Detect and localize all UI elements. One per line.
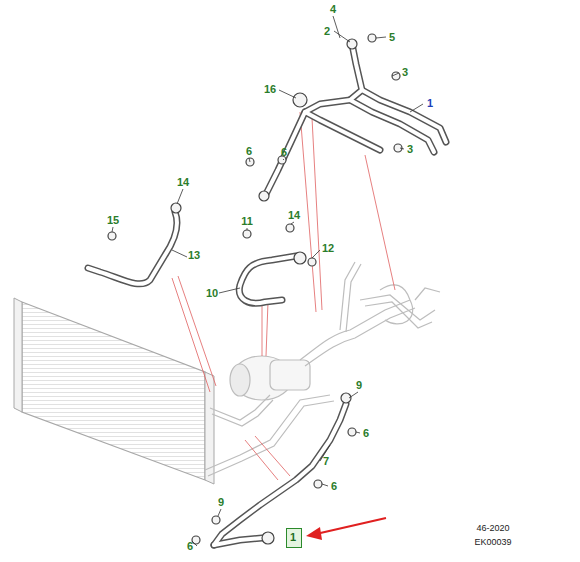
callout-number: 13 <box>188 250 200 261</box>
callout-number: 3 <box>402 67 408 78</box>
fitting <box>171 203 181 213</box>
callout-number: 14 <box>177 177 189 188</box>
pipe-outline <box>214 538 262 545</box>
callout-number: 9 <box>218 497 224 508</box>
callout-number: 6 <box>246 146 252 157</box>
fitting <box>108 232 116 240</box>
leader-line <box>322 484 328 486</box>
fitting <box>192 536 200 544</box>
fitting <box>294 252 306 264</box>
pipe-body <box>239 256 296 303</box>
pipe-body <box>362 90 446 142</box>
fitting <box>392 72 400 80</box>
leader-line <box>247 228 248 230</box>
callout-number: 14 <box>288 210 300 221</box>
fitting <box>243 230 251 238</box>
reference-code: EK00039 <box>474 538 511 547</box>
red-reference-lines <box>172 112 395 480</box>
fitting <box>314 480 322 488</box>
leader-line <box>172 250 187 257</box>
fitting <box>286 224 294 232</box>
pipe-body <box>88 212 177 284</box>
callout-number: 12 <box>322 243 334 254</box>
fitting <box>368 34 376 42</box>
leader-lines <box>112 16 423 546</box>
leader-line <box>312 250 320 258</box>
leader-line <box>334 31 350 42</box>
callout-number: 6 <box>363 428 369 439</box>
condenser <box>14 298 214 484</box>
callout-number: 5 <box>389 32 395 43</box>
leader-line <box>356 432 360 433</box>
leader-line <box>349 392 358 398</box>
leader-line <box>392 73 399 76</box>
pipe-body <box>214 404 346 545</box>
callout-number: 3 <box>407 144 413 155</box>
leader-line <box>279 90 296 98</box>
pipe-outline <box>305 112 380 150</box>
callout-number: 1 <box>290 532 298 543</box>
red-arrow <box>306 518 386 540</box>
pipe-outline <box>214 404 346 545</box>
fitting <box>212 516 220 524</box>
leader-line <box>177 189 183 204</box>
highlighted-callout: 1 <box>286 528 302 548</box>
leader-line <box>112 227 113 232</box>
leader-line <box>291 222 294 224</box>
callout-number: 6 <box>331 481 337 492</box>
fitting <box>293 93 307 107</box>
leader-line <box>376 37 386 38</box>
pipe-body <box>305 112 380 150</box>
leader-line <box>219 288 240 293</box>
fitting <box>262 532 274 544</box>
callout-number: 9 <box>356 380 362 391</box>
leader-line <box>218 509 221 516</box>
pipes <box>88 34 446 545</box>
fitting <box>259 191 269 201</box>
pipe-outline <box>239 256 296 303</box>
leader-line <box>249 158 250 162</box>
pipe-body <box>265 44 362 196</box>
callout-number: 4 <box>330 4 336 15</box>
callout-number: 2 <box>324 26 330 37</box>
reference-code: 46-2020 <box>476 524 509 533</box>
callout-number: 1 <box>427 98 433 109</box>
pipe-outline <box>88 212 177 284</box>
pipe-body <box>350 100 434 152</box>
callout-number: 7 <box>323 456 329 467</box>
callout-number: 6 <box>281 147 287 158</box>
callout-number: 11 <box>241 216 253 227</box>
callout-number: 10 <box>206 288 218 299</box>
callout-number: 16 <box>264 84 276 95</box>
fitting <box>348 428 356 436</box>
leader-line <box>410 104 423 112</box>
leader-line <box>283 159 284 160</box>
leader-line <box>400 148 404 149</box>
callout-number: 6 <box>187 541 193 552</box>
callout-number: 15 <box>107 215 119 226</box>
fitting <box>246 158 254 166</box>
pipe-body <box>214 538 262 545</box>
fitting <box>308 258 316 266</box>
